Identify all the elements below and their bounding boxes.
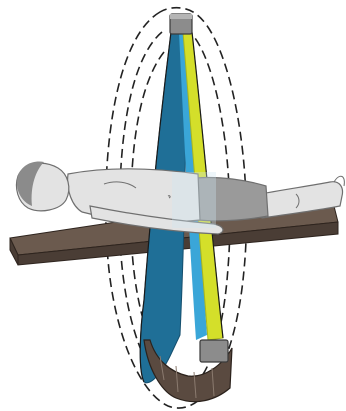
beam-highlight-band: [172, 172, 216, 228]
detector-housing: [200, 340, 228, 362]
detector-block: [200, 340, 228, 362]
source-cap: [170, 14, 192, 19]
x-ray-source-block: [170, 14, 192, 34]
